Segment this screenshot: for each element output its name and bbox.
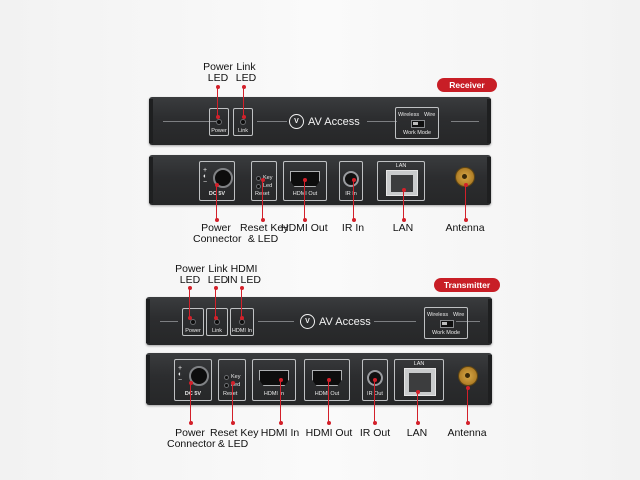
dc-polarity-icon: +◐− xyxy=(203,167,208,186)
callout-power-led-tx: Power LED xyxy=(175,263,205,286)
logo-mark-icon: V xyxy=(289,114,304,129)
dc-power-box-tx: +◐− DC 5V xyxy=(174,359,212,401)
receiver-badge: Receiver xyxy=(437,78,497,92)
switch-wireless-label: Wireless xyxy=(398,112,420,118)
callout-reset-key: Reset Key & LED xyxy=(240,222,289,245)
callout-link-led-tx: Link LED xyxy=(207,263,229,286)
dc-power-box: +◐− DC 5V xyxy=(199,161,235,201)
callout-ir-in: IR In xyxy=(341,222,365,234)
hdmi-in-box-tx: HDMI In xyxy=(252,359,296,401)
transmitter-rear-panel: +◐− DC 5V Key Led Reset HDMI In HDMI Out… xyxy=(146,353,492,405)
work-mode-switch-tx[interactable] xyxy=(440,320,454,328)
transmitter-front-panel: Power Link HDMI In V AV Access Wireless … xyxy=(146,297,492,345)
antenna-connector-tx xyxy=(458,366,478,386)
reset-key-button-tx[interactable] xyxy=(224,375,229,380)
power-led-tx xyxy=(190,319,196,325)
logo-mark-icon-tx: V xyxy=(300,314,315,329)
callout-power-connector: Power Connector xyxy=(193,222,242,245)
hdmi-in-led-label-tx: HDMI In xyxy=(231,328,253,334)
led-label: Led xyxy=(263,183,273,189)
callout-lan: LAN xyxy=(392,222,414,234)
callout-hdmi-out-tx: HDMI Out xyxy=(305,427,353,439)
led-label-tx: Led xyxy=(231,382,241,388)
dc-polarity-icon-tx: +◐− xyxy=(178,365,183,384)
link-led-label-tx: Link xyxy=(211,328,223,334)
link-led-box-tx: Link xyxy=(206,308,228,336)
work-mode-box: Wireless Wire Work Mode xyxy=(395,107,439,139)
power-led-label: Power xyxy=(211,128,227,134)
work-mode-switch[interactable] xyxy=(411,120,425,128)
work-mode-box-tx: Wireless Wire Work Mode xyxy=(424,307,468,339)
callout-power-led: Power LED xyxy=(203,61,233,84)
power-led-box-tx: Power xyxy=(182,308,204,336)
reset-label-tx: Reset xyxy=(223,391,238,397)
power-led-label-tx: Power xyxy=(185,328,201,334)
ir-box-tx: IR Out xyxy=(362,359,388,401)
receiver-rear-panel: +◐− DC 5V Key Led Reset HDMI Out IR In L… xyxy=(149,155,491,205)
hdmi-in-label-tx: HDMI In xyxy=(263,391,285,397)
dc-label-tx: DC 5V xyxy=(184,391,202,397)
ir-in-port[interactable] xyxy=(343,171,359,187)
key-label-tx: Key xyxy=(231,374,241,380)
power-led-box: Power xyxy=(209,108,229,136)
switch-wire-label: Wire xyxy=(424,112,436,118)
callout-lan-tx: LAN xyxy=(406,427,428,439)
reset-led-tx xyxy=(224,383,229,388)
lan-label-tx: LAN xyxy=(413,361,425,367)
link-led xyxy=(240,119,246,125)
ir-label: IR In xyxy=(345,191,357,197)
lan-port[interactable] xyxy=(386,170,418,196)
callout-hdmi-in-tx: HDMI In xyxy=(260,427,300,439)
reset-led xyxy=(256,184,261,189)
lan-box: LAN xyxy=(377,161,425,201)
power-led xyxy=(216,119,222,125)
av-access-logo: V AV Access xyxy=(289,114,360,129)
av-access-logo-tx: V AV Access xyxy=(300,314,371,329)
transmitter-badge: Transmitter xyxy=(434,278,500,292)
callout-ir-out-tx: IR Out xyxy=(359,427,391,439)
key-label: Key xyxy=(263,175,273,181)
callout-power-connector-tx: Power Connector xyxy=(167,427,216,450)
link-led-label: Link xyxy=(237,128,249,134)
callout-link-led: Link LED xyxy=(235,61,257,84)
work-mode-label: Work Mode xyxy=(402,130,432,136)
ir-label-tx: IR Out xyxy=(367,391,383,397)
receiver-front-panel: Power Link V AV Access Wireless Wire Wor… xyxy=(149,97,491,145)
dc-label: DC 5V xyxy=(208,191,226,197)
lan-port-tx[interactable] xyxy=(404,368,436,396)
switch-wire-label-tx: Wire xyxy=(453,312,465,318)
callout-antenna-tx: Antenna xyxy=(447,427,487,439)
lan-box-tx: LAN xyxy=(394,359,444,401)
callout-antenna: Antenna xyxy=(445,222,485,234)
dc-power-jack-tx xyxy=(189,366,209,386)
work-mode-label-tx: Work Mode xyxy=(431,330,461,336)
callout-hdmi-out: HDMI Out xyxy=(281,222,328,234)
lan-label: LAN xyxy=(395,163,407,169)
callout-hdmi-in-led-tx: HDMI IN LED xyxy=(227,263,261,286)
hdmi-in-led-box-tx: HDMI In xyxy=(230,308,254,336)
switch-wireless-label-tx: Wireless xyxy=(427,312,449,318)
hdmi-out-label-tx: HDMI Out xyxy=(314,391,340,397)
hdmi-out-label: HDMI Out xyxy=(292,191,318,197)
ir-box: IR In xyxy=(339,161,363,201)
hdmi-in-port-tx[interactable] xyxy=(259,370,289,386)
callout-reset-key-tx: Reset Key & LED xyxy=(210,427,259,450)
